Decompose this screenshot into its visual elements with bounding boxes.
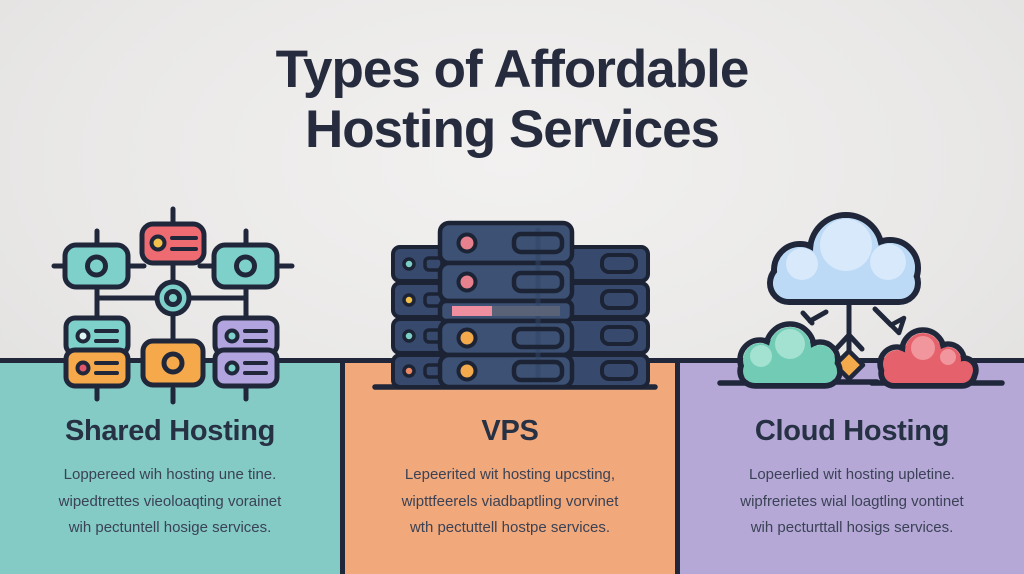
page-title-line2: Hosting Services [304, 100, 720, 160]
description-line: Lopeerlied wit hosting upletine. [749, 466, 955, 483]
description-line: Loppereed wih hosting une tine. [63, 466, 277, 483]
server-card-red-icon [139, 221, 207, 266]
vps-server-stack-icon [372, 220, 658, 390]
cloud-icon [767, 212, 921, 305]
panel-cloud-hosting: Cloud Hosting Lopeerlied wit hosting upl… [680, 363, 1024, 574]
computer-node-orange-icon [140, 338, 206, 388]
panel-heading: Cloud Hosting [754, 415, 950, 447]
page-title: Types of Affordable Hosting Services [0, 40, 1024, 161]
panel-vps: VPS Lepeerited wit hosting upcsting, wip… [340, 363, 680, 574]
server-rack-left-icon [391, 245, 454, 389]
cloud-hosting-icon [717, 212, 1005, 389]
description-line: wipedtrettes vieoloaqting vorainet [58, 492, 282, 510]
panel-row: Shared Hosting Loppereed wih hosting une… [0, 358, 1024, 574]
page-title-line1: Types of Affordable [275, 40, 750, 99]
description-line: Lepeerited wit hosting upcsting, [404, 466, 616, 483]
server-unit-teal-icon [63, 315, 131, 357]
network-branch-lines [800, 289, 907, 356]
description-line: wth pectuttell hostpe services. [409, 519, 611, 537]
panel-shared-hosting: Shared Hosting Loppereed wih hosting une… [0, 363, 340, 574]
computer-node-icon [211, 242, 280, 290]
panel-description: Lopeerlied wit hosting upletine. wipfrer… [680, 462, 1024, 542]
description-line: wipttfeerels viadbaptling vorvinet [401, 492, 619, 510]
panel-description: Loppereed wih hosting une tine. wipedtre… [0, 462, 340, 542]
description-line: wipfrerietes wial loagtling vontinet [740, 492, 964, 510]
server-unit-purple-icon [212, 347, 280, 389]
description-line: wih pecturttall hosigs services. [750, 519, 954, 537]
description-line: wih pectuntell hosige services. [68, 519, 272, 537]
panel-description: Lepeerited wit hosting upcsting, wipttfe… [345, 462, 675, 542]
small-cloud-teal-icon [737, 321, 843, 389]
server-rack-center-icon [437, 220, 575, 390]
server-rack-right-icon [556, 245, 650, 389]
server-unit-orange-icon [63, 347, 131, 389]
computer-node-icon [62, 242, 131, 290]
network-hub-icon [154, 279, 192, 317]
panel-heading: Shared Hosting [64, 415, 276, 447]
shared-hosting-network-icon [51, 206, 295, 405]
small-cloud-red-icon [877, 327, 979, 389]
panel-heading: VPS [481, 415, 539, 447]
